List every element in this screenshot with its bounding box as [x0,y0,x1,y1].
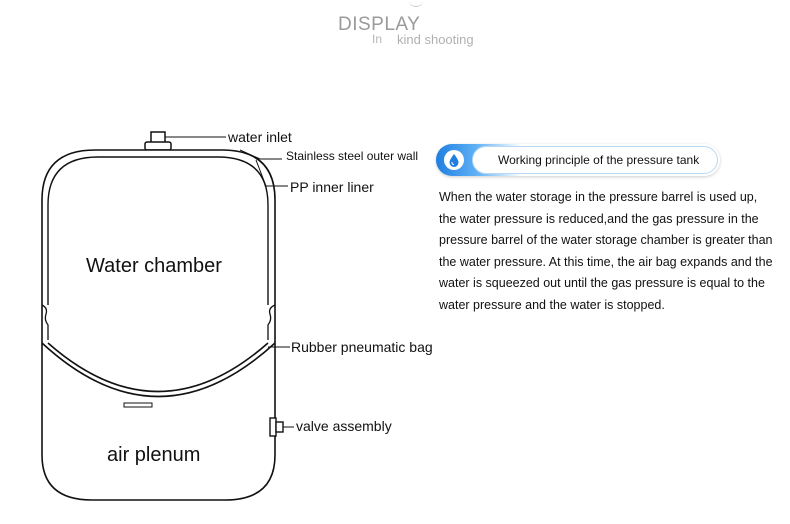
water-chamber-label: Water chamber [86,255,222,277]
header-display: DISPLAY [338,14,421,35]
callout-rubber-bag: Rubber pneumatic bag [291,339,433,355]
paragraph-line: pressure barrel of the water storage cha… [439,233,773,247]
paragraph-line: water pressure and the water is stopped. [439,297,665,312]
leader-lines [165,136,294,428]
liner-notches [41,304,276,340]
paragraph-line: water is squeezed out until the gas pres… [439,276,765,290]
principle-paragraph: When the water storage in the pressure b… [439,187,790,316]
paragraph-line: When the water storage in the pressure b… [439,190,758,204]
section-header: DISPLAY In kind shooting [336,12,506,52]
water-drop-badge [444,150,464,170]
callout-valve-assembly: valve assembly [296,418,392,434]
paragraph-line: the water pressure. At this time, the ai… [439,254,773,269]
stainless-outer-wall [41,149,276,501]
callout-stainless-wall: Stainless steel outer wall [286,149,419,163]
header-in: In [372,32,383,46]
top-decoration [409,0,423,7]
callout-pp-liner: PP inner liner [290,179,374,195]
callout-water-inlet: water inlet [228,129,292,145]
pill-title: Working principle of the pressure tank [498,153,700,167]
water-inlet-fitting [144,131,172,151]
header-subtitle: kind shooting [397,32,474,47]
paragraph-line: the water pressure is reduced,and the ga… [439,211,759,226]
bag-bottom-bracket [123,402,153,408]
pill-inner [472,146,718,174]
air-plenum-label: air plenum [107,444,201,466]
valve-fitting [269,417,284,437]
principle-pill: Working principle of the pressure tank [436,144,720,176]
rubber-pneumatic-bag [41,342,276,398]
water-drop-icon [449,154,459,167]
